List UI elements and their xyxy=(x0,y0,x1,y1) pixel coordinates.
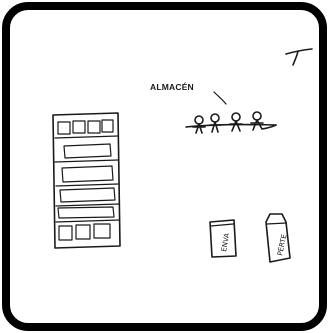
warehouse-label: ALMACÉN xyxy=(150,82,194,92)
